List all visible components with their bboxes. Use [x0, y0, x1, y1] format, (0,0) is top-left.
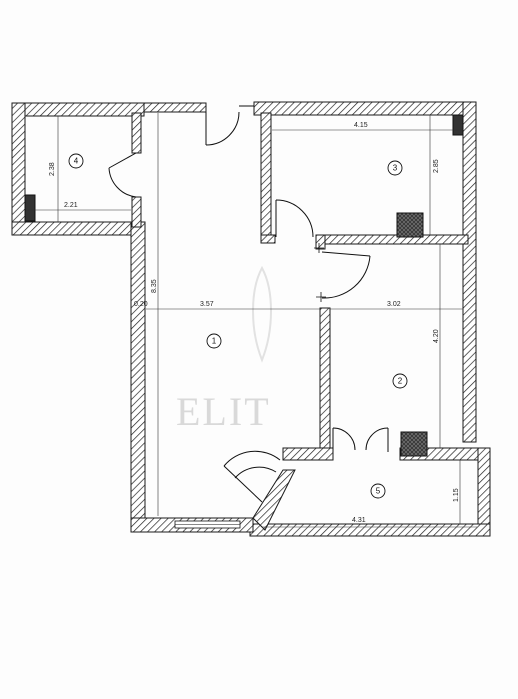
doors [108, 105, 389, 503]
dim-room2-width: 3.02 [387, 301, 401, 308]
dim-room4-height: 2.38 [49, 162, 56, 176]
wall-bay-angled [252, 469, 296, 531]
wall-room3-left [260, 112, 272, 244]
room-label-3: 3 [393, 164, 398, 173]
wall-room4-left [11, 102, 26, 236]
room-label-4: 4 [74, 157, 79, 166]
room-label-1: 1 [212, 337, 217, 346]
door-room4 [108, 152, 137, 198]
dim-room4-width: 2.21 [64, 202, 78, 209]
dimension-lines [27, 113, 477, 528]
wall-living-left [130, 221, 146, 533]
door-room2 [321, 251, 371, 299]
wall-room4-top [11, 102, 145, 117]
wall-room3-bottom [319, 234, 469, 245]
dim-left-small: 0.20 [134, 301, 148, 308]
dim-room3-width: 4.15 [354, 122, 368, 129]
watermark: ELIT [176, 265, 272, 434]
wall-stub-corridor [260, 234, 276, 244]
room-marker-4: 4 [68, 153, 84, 169]
room-marker-2: 2 [392, 373, 408, 389]
dim-balcony-depth: 1.15 [453, 488, 460, 502]
living-window [174, 520, 241, 529]
door-room3 [275, 199, 314, 238]
dim-room3-height: 2.85 [433, 159, 440, 173]
wall-balcony-top-left [282, 447, 334, 461]
axis-markers [314, 243, 326, 302]
wall-room2-left [319, 307, 331, 449]
wall-balcony-right [477, 447, 491, 537]
watermark-text: ELIT [176, 389, 271, 434]
wall-right-outer [462, 101, 477, 443]
wall-balcony-bottom [249, 523, 491, 537]
wall-room4-right-upper [131, 112, 142, 154]
wall-top-middle [143, 102, 207, 113]
shaft-room3 [396, 212, 424, 238]
shaft-room2 [400, 431, 428, 457]
room-markers: 4 3 1 2 5 [68, 153, 408, 499]
dim-room2-height: 4.20 [433, 329, 440, 343]
wall-room3-top [253, 101, 477, 116]
wall-stub-room2 [315, 234, 326, 250]
shaft-room3-corner [452, 114, 464, 136]
door-balcony-double [332, 427, 389, 452]
door-bay [223, 450, 281, 503]
room-marker-3: 3 [387, 160, 403, 176]
dim-balcony-width: 4.31 [352, 517, 366, 524]
wall-room4-right-lower [131, 196, 142, 228]
door-entrance [205, 105, 254, 146]
room-marker-5: 5 [370, 483, 386, 499]
shaft-room4 [24, 194, 36, 222]
room-label-5: 5 [376, 487, 381, 496]
dim-living-length: 8.35 [151, 279, 158, 293]
wall-room4-bottom [11, 221, 146, 236]
room-marker-1: 1 [206, 333, 222, 349]
room-label-2: 2 [398, 377, 403, 386]
dim-living-width: 3.57 [200, 301, 214, 308]
